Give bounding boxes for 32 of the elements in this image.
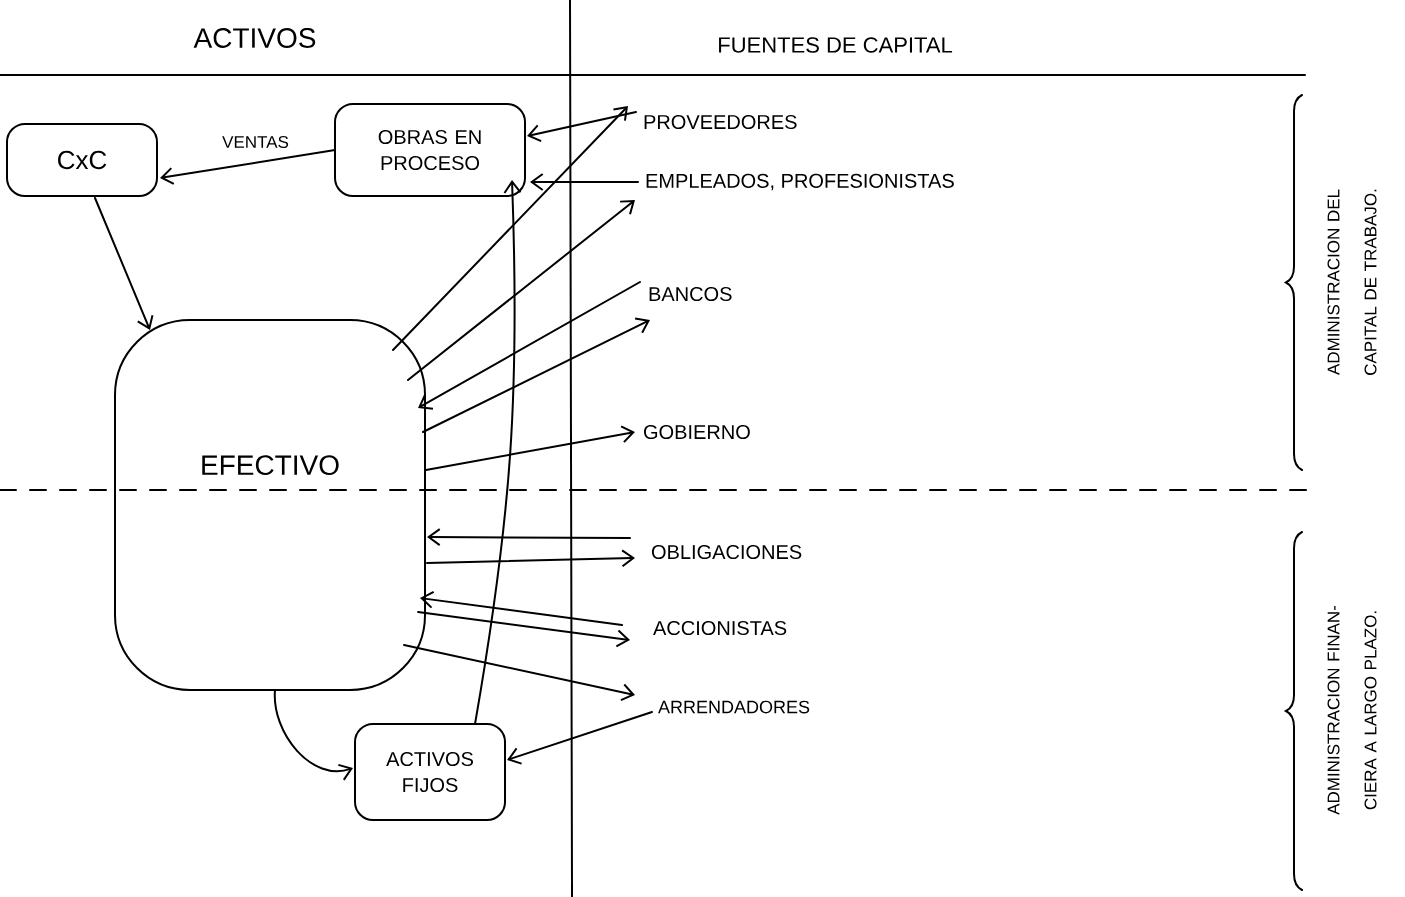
- arrow: [425, 425, 635, 471]
- source-label: BANCOS: [649, 286, 732, 302]
- source-label: PROVEEDORES: [644, 114, 797, 130]
- source-label: ACCIONISTAS: [653, 620, 787, 636]
- arrow: [273, 689, 353, 781]
- arrow: [160, 149, 336, 185]
- arrow: [420, 590, 623, 626]
- arrow: [94, 197, 154, 330]
- arrow: [418, 281, 641, 410]
- arrow: [507, 711, 653, 765]
- process-box: CxC: [6, 123, 158, 197]
- source-label: ARRENDADORES: [658, 700, 810, 714]
- arrow: [427, 528, 631, 547]
- source-label: OBLIGACIONES: [651, 544, 802, 560]
- column-heading: ACTIVOS: [193, 28, 316, 48]
- source-label: EMPLEADOS, PROFESIONISTAS: [646, 173, 954, 191]
- arrow: [417, 611, 630, 648]
- arrow: [530, 173, 639, 191]
- arrow: [407, 200, 635, 381]
- arrow: [392, 106, 628, 351]
- edge-label: VENTAS: [220, 134, 291, 150]
- arrow: [527, 111, 637, 143]
- bracket-label: ADMINISTRACION DEL CAPITAL DE TRABAJO.: [1327, 189, 1377, 375]
- bracket-label: ADMINISTRACION FINAN- CIERA A LARGO PLAZO.: [1327, 605, 1377, 815]
- arrow: [403, 644, 635, 702]
- arrow: [422, 317, 650, 433]
- arrow: [426, 549, 635, 568]
- arrow: [474, 180, 522, 725]
- source-label: GOBIERNO: [644, 424, 750, 440]
- column-heading: FUENTES DE CAPITAL: [719, 37, 953, 53]
- process-box: ACTIVOS FIJOS: [354, 723, 506, 821]
- process-box: OBRAS EN PROCESO: [334, 103, 526, 197]
